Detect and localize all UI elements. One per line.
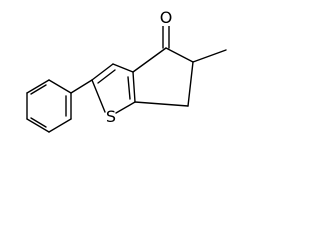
phenyl-bond <box>26 79 50 94</box>
ring-bond <box>187 61 194 107</box>
phenyl-thiophene-bond <box>70 79 93 94</box>
sulfur-label: S <box>106 107 116 126</box>
ring-bond <box>134 101 189 107</box>
carbonyl-group <box>162 25 170 49</box>
phenyl-bond <box>48 118 72 133</box>
phenyl-bond <box>26 118 50 133</box>
methyl-bond <box>192 49 227 63</box>
thiophene-bond <box>91 63 114 81</box>
phenyl-double-bond <box>30 84 47 95</box>
thiophene-bond <box>112 63 134 73</box>
thiophene-bond <box>91 79 106 113</box>
ring-bond <box>132 47 167 73</box>
sulfur-atom: S <box>106 107 116 126</box>
chemical-structure: O S <box>26 8 227 133</box>
thiophene-ring <box>91 63 136 114</box>
thiophene-double-bond <box>127 76 131 100</box>
thiophene-bond <box>132 71 136 103</box>
ring-bond <box>165 47 194 63</box>
thiophene-bond <box>115 101 136 114</box>
cyclopentanone-ring <box>132 47 194 107</box>
thiophene-double-bond <box>97 69 116 84</box>
phenyl-bond <box>48 79 72 94</box>
oxygen-atom: O <box>157 8 173 27</box>
oxygen-label: O <box>160 8 173 27</box>
phenyl-double-bond <box>30 117 47 128</box>
phenyl-ring <box>26 79 72 133</box>
